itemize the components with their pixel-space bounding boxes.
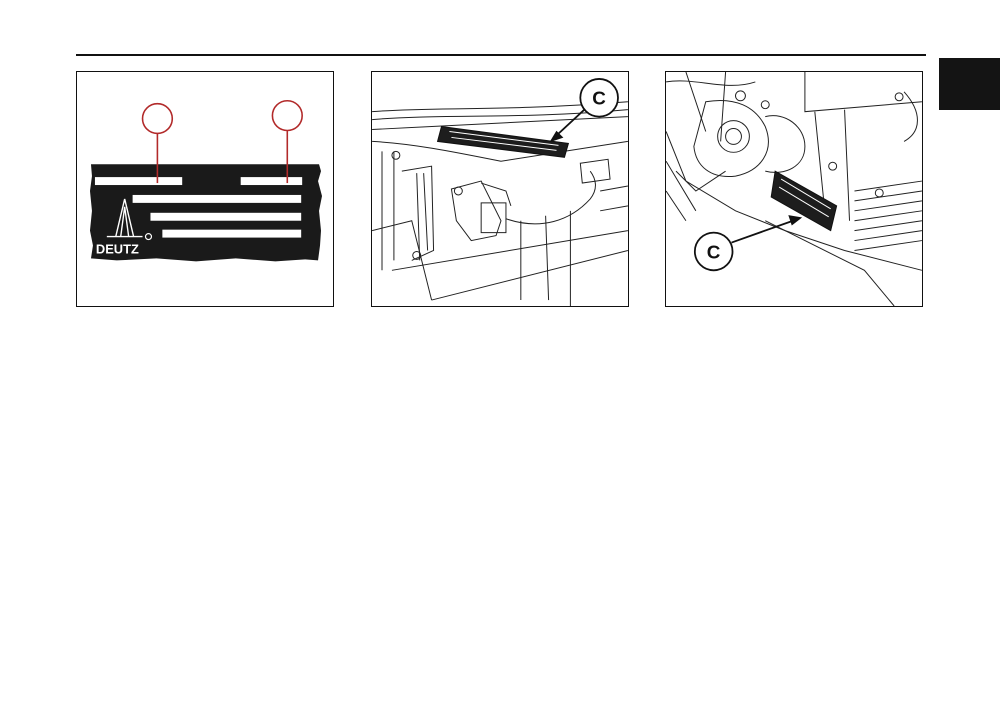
callout-arrow-shaft xyxy=(555,109,585,137)
plate-field-4 xyxy=(150,212,302,221)
callout-c-label: C xyxy=(707,241,721,262)
figure-engine-side: C xyxy=(665,71,923,307)
header-rule xyxy=(76,54,926,56)
engine-type-plate xyxy=(770,170,838,232)
callout-c-label: C xyxy=(592,88,606,109)
callout-arrowhead xyxy=(788,215,803,226)
callout-arrow-shaft xyxy=(731,219,794,244)
section-tab xyxy=(939,58,1000,110)
callout-c-circle xyxy=(693,231,734,272)
figure-engine-top: C xyxy=(371,71,629,307)
callout-c-circle xyxy=(579,78,619,118)
plate-field-1 xyxy=(94,177,183,186)
plate-field-3 xyxy=(132,194,302,203)
deutz-logo-icon xyxy=(106,198,143,238)
plate-field-2 xyxy=(240,177,303,186)
brand-text: DEUTZ xyxy=(96,241,139,256)
plate-field-5 xyxy=(162,229,302,238)
callout-arrowhead xyxy=(549,130,564,143)
figure-type-plate: DEUTZ xyxy=(76,71,334,307)
logo-ring xyxy=(144,233,153,241)
callout-circle-right xyxy=(271,99,303,132)
callout-circle-left xyxy=(141,102,174,135)
